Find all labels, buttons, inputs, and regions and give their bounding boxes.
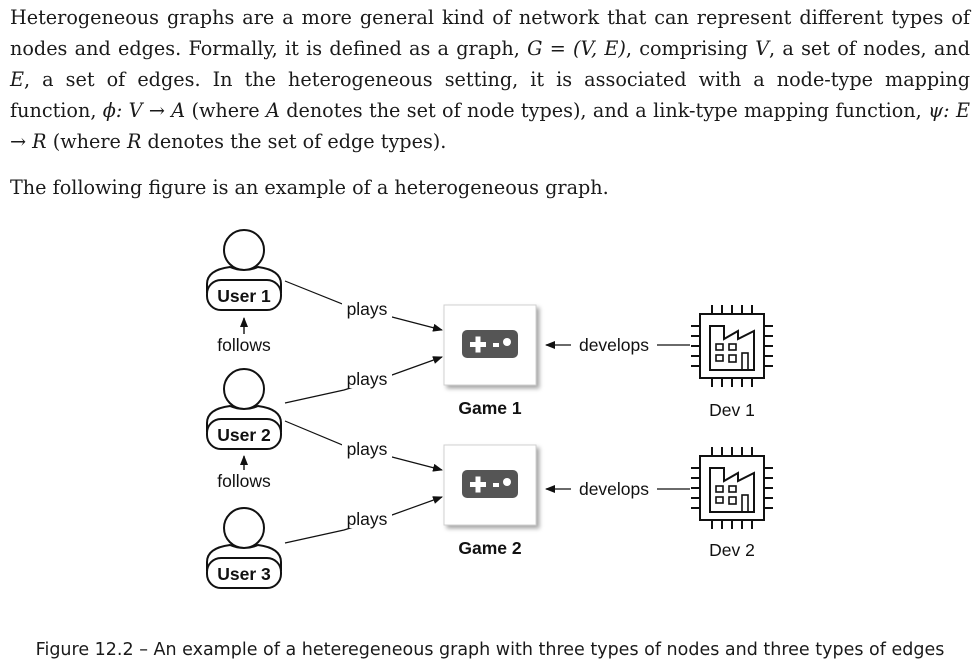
plays-label: plays xyxy=(347,299,388,319)
math-node-type-mapping: ϕ: V → A xyxy=(102,99,186,122)
text-segment: , a set of edges. In the heterogeneous s… xyxy=(10,68,970,122)
text-segment: Heterogeneous graphs are a more general … xyxy=(10,6,970,60)
game-node: Game 1 xyxy=(444,305,536,418)
game-node: Game 2 xyxy=(444,445,536,558)
follows-label: follows xyxy=(217,335,271,355)
dev-node: Dev 1 xyxy=(690,304,774,420)
text-segment: , comprising xyxy=(625,37,756,60)
math-node-types: A xyxy=(265,99,280,122)
text-segment: , a set of nodes, and xyxy=(769,37,970,60)
follows-label: follows xyxy=(217,471,271,491)
game-label: Game 1 xyxy=(458,398,521,418)
text-segment: denotes the set of node types), and a li… xyxy=(279,99,929,122)
factory-chip-icon xyxy=(690,304,774,388)
math-edge-types: R xyxy=(126,130,142,153)
factory-chip-icon xyxy=(690,446,774,530)
game-controller-icon xyxy=(444,445,536,525)
text-segment: denotes the set of edge types). xyxy=(141,130,447,153)
math-edge-set: E xyxy=(10,68,25,91)
user-node: User 3 xyxy=(206,507,282,589)
user-label: User 3 xyxy=(217,564,271,584)
dev-node: Dev 2 xyxy=(690,446,774,560)
develops-label: develops xyxy=(579,335,649,355)
text-segment: (where xyxy=(185,99,266,122)
plays-label: plays xyxy=(347,369,388,389)
user-label: User 1 xyxy=(217,286,271,306)
figure-caption: Figure 12.2 – An example of a heteregene… xyxy=(35,640,945,660)
heterogeneous-graph-figure: follows follows plays plays plays plays … xyxy=(206,229,774,589)
math-graph-definition: G = (V, E) xyxy=(527,37,626,60)
text-segment: (where xyxy=(46,130,127,153)
user-label: User 2 xyxy=(217,425,271,445)
dev-label: Dev 2 xyxy=(709,540,755,560)
figure-intro-paragraph: The following figure is an example of a … xyxy=(10,176,609,199)
game-label: Game 2 xyxy=(458,538,521,558)
user-node: User 1 xyxy=(206,229,282,311)
plays-label: plays xyxy=(347,439,388,459)
dev-label: Dev 1 xyxy=(709,400,755,420)
plays-label: plays xyxy=(347,509,388,529)
math-link-type-mapping: ψ: E → R xyxy=(10,99,970,153)
game-controller-icon xyxy=(444,305,536,385)
develops-label: develops xyxy=(579,479,649,499)
user-node: User 2 xyxy=(206,368,282,450)
math-node-set: V xyxy=(755,37,770,60)
intro-paragraph: Heterogeneous graphs are a more general … xyxy=(10,2,970,157)
